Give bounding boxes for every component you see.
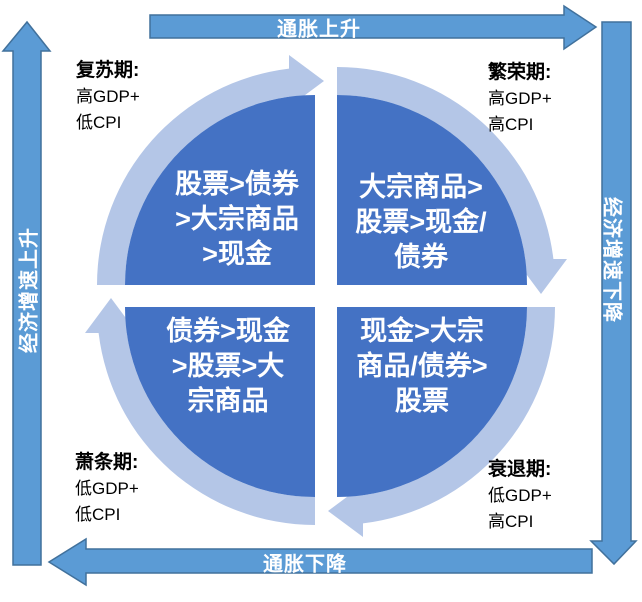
- phase-label-bottom-left: 萧条期: 低GDP+ 低CPI: [75, 450, 139, 528]
- phase-label-bottom-right: 衰退期: 低GDP+ 高CPI: [488, 457, 552, 535]
- allocation-line: 股票: [395, 385, 449, 416]
- allocation-line: 股票>债券: [175, 168, 299, 199]
- phase-detail: 高GDP+: [76, 87, 140, 106]
- down-arrow-icon: [589, 21, 638, 566]
- up-arrow-icon: [1, 20, 52, 566]
- inflation-falling-label: 通胀下降: [263, 553, 347, 576]
- inflation-rising-label: 通胀上升: [277, 17, 361, 40]
- left-arrow-icon: [47, 537, 593, 587]
- allocation-text-bottom-right: 现金>大宗 商品/债券> 股票: [316, 311, 528, 421]
- phase-detail: 低CPI: [75, 505, 121, 524]
- phase-detail: 高GDP+: [488, 89, 552, 108]
- phase-label-top-left: 复苏期: 高GDP+ 低CPI: [76, 58, 140, 136]
- allocation-line: 债券>现金: [166, 315, 290, 346]
- phase-title: 萧条期:: [75, 452, 139, 473]
- inflation-falling-arrow: 通胀下降: [46, 537, 593, 587]
- phase-title: 衰退期:: [488, 459, 552, 480]
- phase-detail: 高CPI: [488, 115, 534, 134]
- allocation-line: 宗商品: [187, 385, 269, 416]
- growth-falling-arrow: 经济增速下降: [589, 21, 638, 566]
- allocation-text-top-right: 大宗商品> 股票>现金/ 债券: [315, 167, 527, 277]
- right-arrow-icon: [149, 4, 598, 51]
- arrow-shape: [47, 537, 593, 587]
- phase-detail: 低GDP+: [488, 486, 552, 505]
- allocation-line: 大宗商品>: [359, 171, 483, 202]
- phase-detail: 低CPI: [76, 113, 122, 132]
- growth-rising-label: 经济增速上升: [18, 227, 41, 353]
- arrow-shape: [1, 20, 52, 566]
- phase-label-top-right: 繁荣期: 高GDP+ 高CPI: [488, 60, 552, 138]
- allocation-line: 债券: [394, 241, 448, 272]
- allocation-text-bottom-left: 债券>现金 >股票>大 宗商品: [122, 311, 334, 421]
- arrow-shape: [589, 21, 638, 566]
- growth-falling-label: 经济增速下降: [600, 197, 622, 323]
- inflation-rising-arrow: 通胀上升: [149, 4, 598, 51]
- allocation-line: 商品/债券>: [356, 350, 488, 381]
- allocation-line: 股票>现金/: [355, 206, 487, 237]
- allocation-line: >大宗商品: [175, 203, 299, 234]
- phase-detail: 高CPI: [488, 512, 534, 531]
- arrow-shape: [149, 4, 598, 51]
- phase-title: 繁荣期:: [488, 62, 552, 83]
- allocation-text-top-left: 股票>债券 >大宗商品 >现金: [131, 164, 343, 274]
- phase-title: 复苏期:: [76, 60, 140, 81]
- allocation-line: >现金: [202, 238, 272, 269]
- growth-rising-arrow: 经济增速上升: [1, 20, 52, 566]
- phase-detail: 低GDP+: [75, 479, 139, 498]
- allocation-line: >股票>大: [171, 350, 285, 381]
- allocation-line: 现金>大宗: [360, 315, 484, 346]
